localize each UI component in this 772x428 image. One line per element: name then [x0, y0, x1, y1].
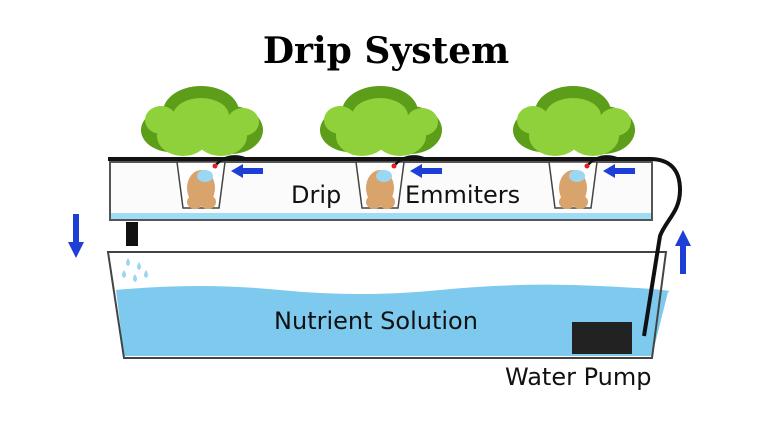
arrow-left-icon	[603, 164, 635, 178]
label-nutrient-solution: Nutrient Solution	[274, 307, 478, 335]
arrow-up-icon	[675, 230, 691, 274]
arrow-down-icon	[68, 214, 84, 258]
plant-2	[320, 86, 442, 209]
reservoir-tank-outline	[106, 251, 668, 359]
diagram-title: Drip System	[263, 30, 509, 72]
drip-splash	[569, 170, 585, 182]
drip-splash	[376, 170, 392, 182]
plant-3	[513, 86, 635, 209]
emitter-line	[393, 155, 427, 167]
arrow-left-icon	[231, 164, 263, 178]
tray-water	[111, 213, 651, 219]
lettuce-icon	[320, 86, 442, 156]
pump-icon	[572, 322, 632, 354]
label-water-pump: Water Pump	[505, 363, 651, 391]
emitter-line	[214, 155, 248, 167]
emitter-tip	[584, 163, 590, 169]
emitter-tip	[391, 163, 397, 169]
label-drip: Drip	[291, 181, 341, 209]
drip-tube	[108, 157, 683, 337]
emitter-line	[586, 155, 620, 167]
reservoir-water	[116, 284, 670, 356]
water-drops-icon	[122, 258, 148, 282]
lettuce-icon	[141, 86, 263, 156]
drain-pipe	[126, 222, 138, 246]
drip-splash	[197, 170, 213, 182]
emitter-tip	[212, 163, 218, 169]
lettuce-icon	[513, 86, 635, 156]
label-emmiters: Emmiters	[405, 181, 520, 209]
nutrient-reservoir	[106, 251, 670, 359]
plant-1	[141, 86, 263, 209]
arrow-left-icon	[410, 164, 442, 178]
